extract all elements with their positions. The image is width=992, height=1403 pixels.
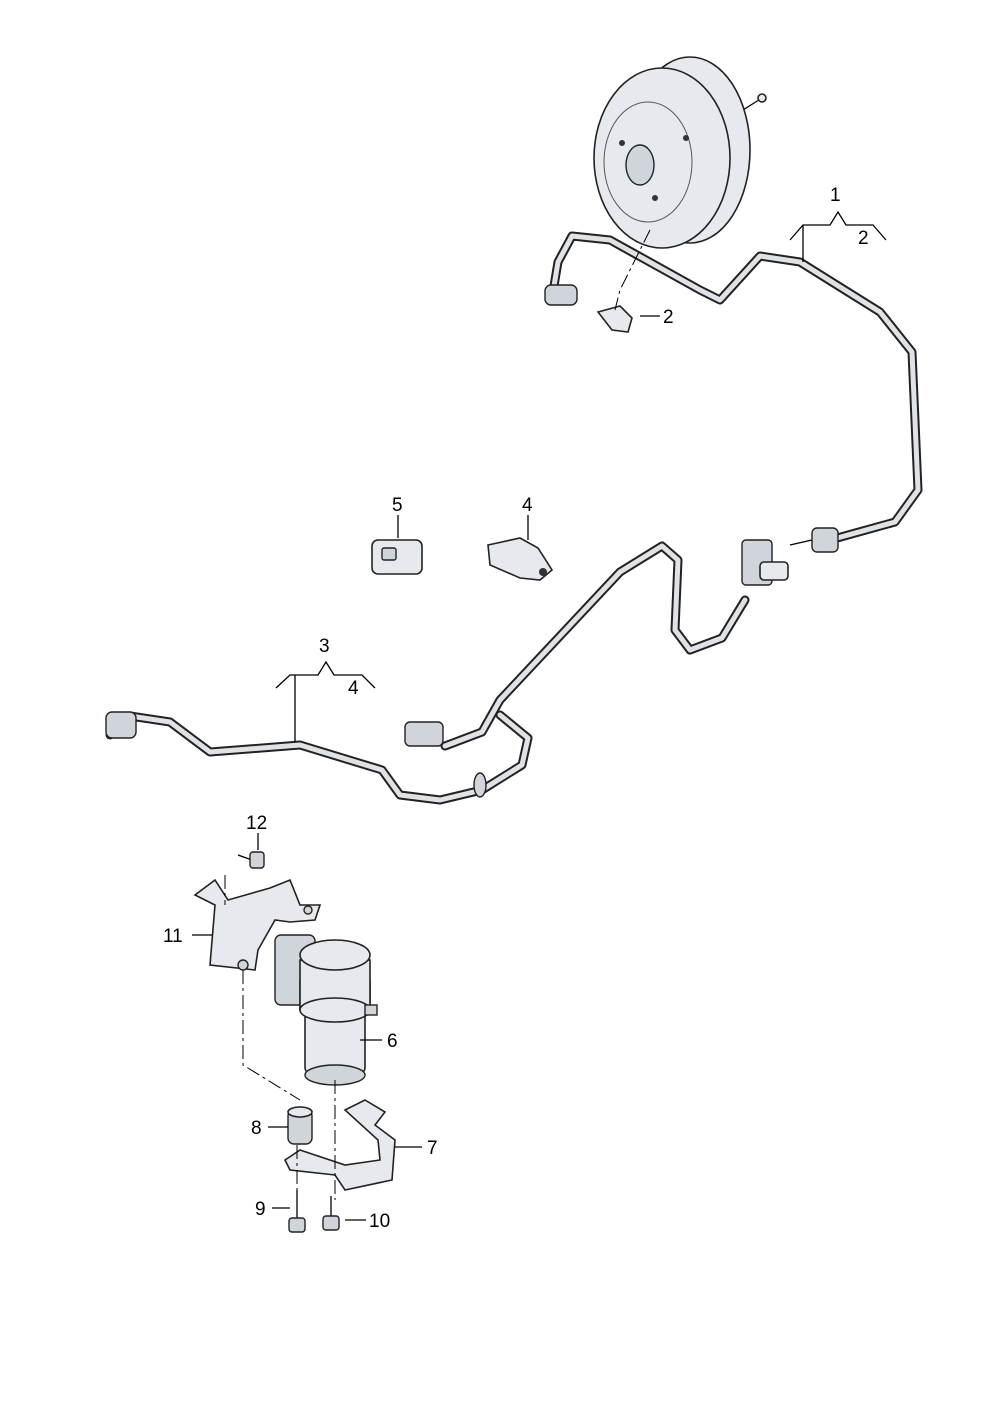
bolt-10[interactable] [322, 1196, 340, 1231]
callout-1-sub-2[interactable]: 2 [858, 228, 869, 249]
rubber-buffer[interactable] [287, 1106, 313, 1145]
callout-5[interactable]: 5 [392, 495, 403, 516]
bracket-11[interactable] [193, 878, 322, 971]
connector-5[interactable] [371, 539, 423, 575]
callout-3[interactable]: 3 [319, 636, 330, 657]
bolt-9[interactable] [288, 1190, 306, 1233]
callout-2[interactable]: 2 [663, 307, 674, 328]
callout-12[interactable]: 12 [246, 813, 267, 834]
callout-leaders [192, 210, 887, 1221]
vacuum-pump[interactable] [274, 934, 378, 1086]
brake-booster[interactable] [593, 56, 767, 249]
callout-1[interactable]: 1 [830, 185, 841, 206]
callout-3-sub-4[interactable]: 4 [348, 678, 359, 699]
bolt-12[interactable] [237, 851, 265, 869]
callout-6[interactable]: 6 [387, 1031, 398, 1052]
callout-4[interactable]: 4 [522, 495, 533, 516]
callout-10[interactable]: 10 [369, 1211, 390, 1232]
callout-8[interactable]: 8 [251, 1118, 262, 1139]
callout-9[interactable]: 9 [255, 1199, 266, 1220]
callout-11[interactable]: 11 [163, 926, 183, 947]
callout-7[interactable]: 7 [427, 1138, 438, 1159]
vacuum-hose-upper[interactable] [544, 231, 923, 553]
pressure-sensor[interactable] [487, 537, 554, 581]
hose-clip[interactable] [596, 305, 633, 333]
vacuum-hose-lower[interactable] [105, 539, 789, 805]
